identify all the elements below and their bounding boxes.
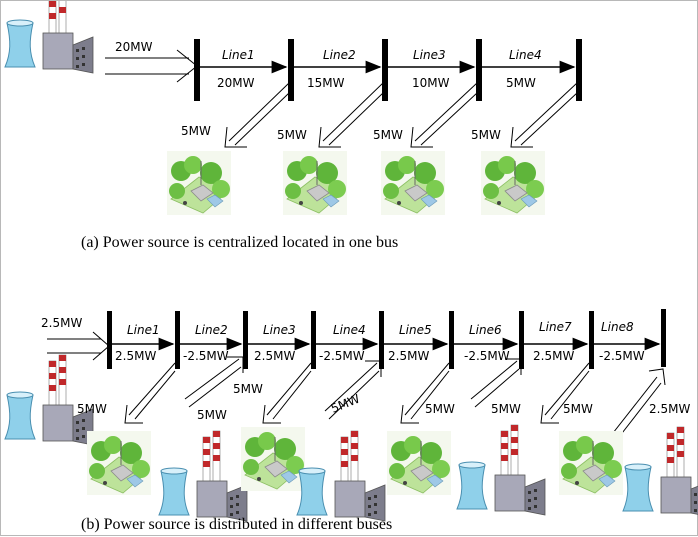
load-arrow-b7 [540, 362, 590, 424]
load-b5-label: 5MW [425, 402, 455, 416]
line-b2-flow: -2.5MW [183, 349, 229, 363]
load-village-icon-a3 [380, 150, 446, 216]
line-b7-name: Line7 [539, 320, 572, 334]
bus-b2 [175, 311, 180, 369]
line-a2-name: Line2 [323, 48, 356, 62]
bus-b3 [243, 311, 248, 369]
power-plant-icon-b8 [622, 426, 698, 518]
bus-b4 [311, 311, 316, 369]
load-arrow-b3 [262, 362, 312, 424]
line-b4-name: Line4 [333, 323, 366, 337]
gen-arrow-b4 [324, 360, 382, 420]
line-b1-name: Line1 [127, 323, 160, 337]
bus-a4 [476, 39, 482, 101]
bus-b5 [379, 311, 384, 369]
gen-arrow-b6 [470, 358, 522, 408]
line-b1-flow: 2.5MW [115, 349, 156, 363]
load-a2-label: 5MW [277, 128, 307, 142]
line-b8-name: Line8 [601, 320, 634, 334]
source-power-label-a: 20MW [115, 40, 153, 54]
bus-a3 [382, 39, 388, 101]
bus-a5 [576, 39, 582, 101]
power-plant-icon-source [4, 354, 94, 446]
bus-b9 [661, 309, 666, 367]
panel-b: 2.5MW Line1 Line2 Line3 Line4 Line5 Line… [4, 309, 698, 533]
line-a1-name: Line1 [222, 48, 255, 62]
load-b8-label: 2.5MW [649, 402, 690, 416]
load-village-icon-b7 [558, 430, 624, 496]
bus-b1 [107, 311, 112, 369]
load-village-icon-a1 [166, 150, 232, 216]
line-b2-name: Line2 [195, 323, 228, 337]
load-village-icon-b1 [86, 430, 152, 496]
load-arrow-b1 [124, 362, 176, 424]
load-village-icon-a2 [282, 150, 348, 216]
load-village-icon-b5 [386, 430, 452, 496]
power-plant-icon-b2 [158, 430, 248, 522]
load-b2-label: 5MW [197, 408, 227, 422]
line-a3-name: Line3 [413, 48, 446, 62]
line-a4-name: Line4 [509, 48, 542, 62]
line-b5-flow: 2.5MW [388, 349, 429, 363]
line-a3-flow: 10MW [412, 76, 450, 90]
load-b6-label: 5MW [491, 402, 521, 416]
load-arrow-a3 [410, 82, 478, 148]
line-b8-flow: -2.5MW [599, 349, 645, 363]
gen-arrow-b2 [184, 356, 244, 408]
bus-a2 [288, 39, 294, 101]
load-b3-label: 5MW [233, 382, 263, 396]
panel-a: 20MW Line1 Line2 Line3 Line4 20MW 15MW 1… [4, 1, 582, 251]
gen-arrow-b8 [612, 368, 666, 438]
bus-b6 [449, 311, 454, 369]
power-plant-icon [4, 1, 94, 74]
load-a4-label: 5MW [471, 128, 501, 142]
caption-b: (b) Power source is distributed in diffe… [81, 516, 392, 533]
load-arrow-a2 [318, 82, 384, 148]
load-a3-label: 5MW [373, 128, 403, 142]
bus-a1 [194, 39, 200, 101]
load-arrow-a1 [224, 82, 290, 148]
line-a2-flow: 15MW [307, 76, 345, 90]
caption-a: (a) Power source is centralized located … [81, 234, 398, 251]
line-a4-flow: 5MW [506, 76, 536, 90]
line-b6-flow: -2.5MW [464, 349, 510, 363]
load-b7-label: 5MW [563, 402, 593, 416]
line-b3-flow: 2.5MW [254, 349, 295, 363]
source-arrow-b [47, 331, 110, 361]
power-plant-icon-b6 [456, 424, 546, 516]
load-arrow-a4 [510, 82, 578, 148]
load-village-icon-b3 [240, 426, 306, 492]
bus-b8 [589, 311, 594, 369]
bus-b7 [519, 311, 524, 369]
line-a1-flow: 20MW [217, 76, 255, 90]
source-arrow-a [105, 49, 198, 83]
load-b1-label: 5MW [77, 402, 107, 416]
source-power-label-b: 2.5MW [41, 316, 82, 330]
load-a1-label: 5MW [181, 124, 211, 138]
line-b4-flow: -2.5MW [319, 349, 365, 363]
load-arrow-b5 [400, 362, 450, 424]
line-b6-name: Line6 [469, 323, 502, 337]
line-b7-flow: 2.5MW [533, 349, 574, 363]
power-plant-icon-b4 [296, 430, 386, 522]
line-b5-name: Line5 [399, 323, 432, 337]
load-b4-label: 5MW [329, 392, 362, 416]
load-village-icon-a4 [480, 150, 546, 216]
line-b3-name: Line3 [263, 323, 296, 337]
